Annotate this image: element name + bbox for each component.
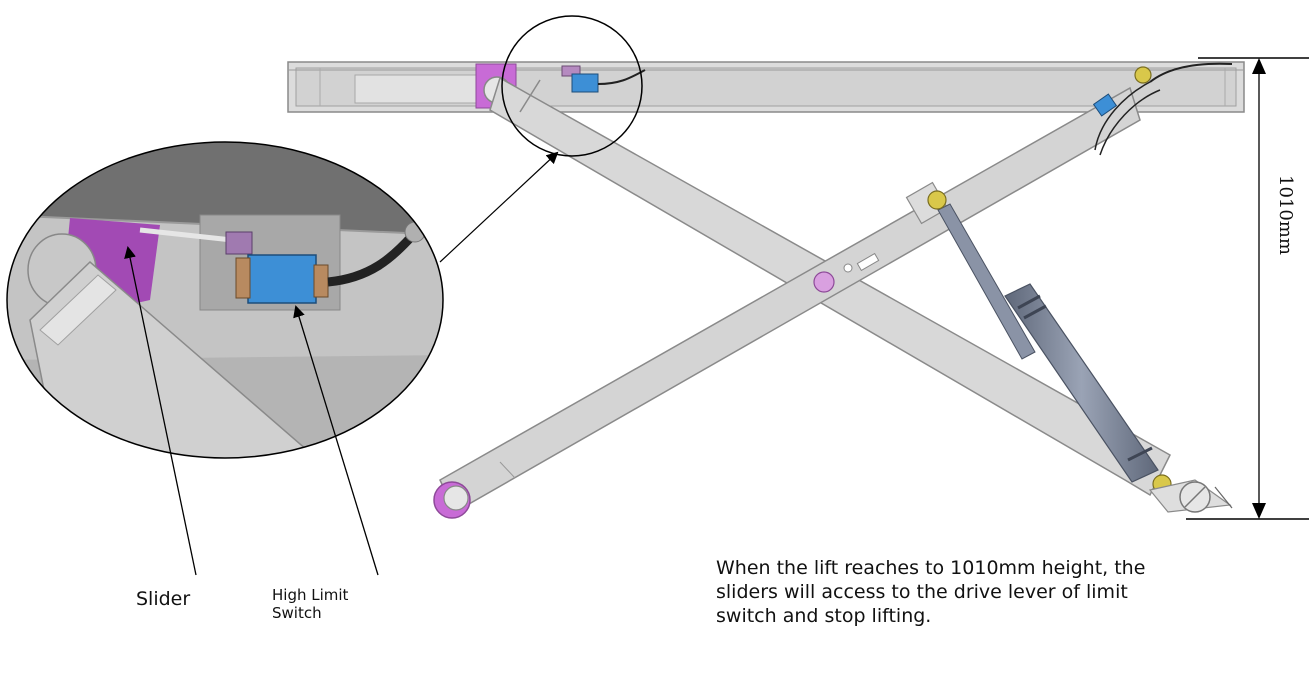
slider-leader-line xyxy=(124,246,197,576)
top-platform xyxy=(287,61,1245,113)
magnified-view-border xyxy=(6,141,444,459)
switch-leader-line xyxy=(293,305,379,576)
right-side-wiring xyxy=(1092,62,1233,156)
high-limit-switch-label: High Limit Switch xyxy=(272,586,349,622)
description-caption: When the lift reaches to 1010mm height, … xyxy=(716,557,1146,627)
height-dimension-label: 1010mm xyxy=(1275,175,1296,255)
zoom-target-circle xyxy=(501,15,643,157)
center-pivot xyxy=(813,271,835,293)
limit-switch-small xyxy=(561,65,646,93)
height-dimension xyxy=(1186,57,1309,520)
hydraulic-cylinder xyxy=(937,203,1159,483)
bottom-right-base xyxy=(1148,479,1233,513)
zoom-connector-arrow xyxy=(439,151,559,263)
top-right-roller xyxy=(1134,66,1152,84)
upper-roller xyxy=(927,190,947,210)
slider-label: Slider xyxy=(136,588,191,610)
magnified-view xyxy=(7,142,443,458)
